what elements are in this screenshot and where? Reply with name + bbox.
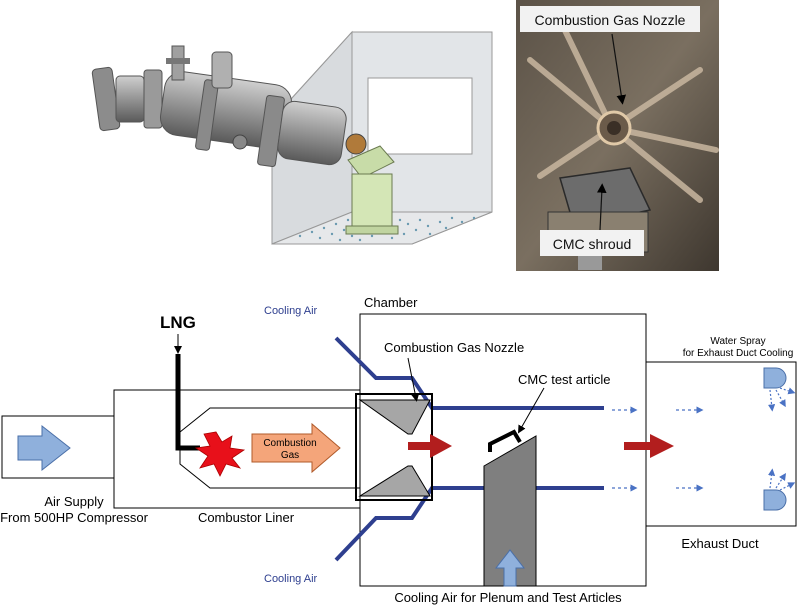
chamber-label: Chamber (364, 295, 418, 310)
cooling-air-top-label: Cooling Air (264, 305, 318, 317)
hot-gas-arrow-2 (624, 434, 674, 458)
photo-shroud-pointer (596, 183, 607, 231)
air-supply-label-1: Air Supply (44, 494, 104, 509)
water-spray-nozzle-bottom (763, 489, 787, 511)
combustor-liner-label: Combustor Liner (198, 510, 295, 525)
cad-rendering (91, 30, 493, 245)
schematic: Chamber LNG Cooling Air Cooling Air Comb… (0, 295, 797, 605)
combustion-gas-label-2: Gas (281, 450, 299, 461)
nozzle-label: Combustion Gas Nozzle (384, 340, 524, 355)
water-spray-nozzle-top (763, 367, 787, 389)
nozzle-upper (358, 399, 431, 435)
cmc-pointer (518, 387, 545, 434)
exhaust-duct-label: Exhaust Duct (681, 536, 759, 551)
nozzle-pointer (407, 357, 420, 402)
photo-shroud-label: CMC shroud (553, 236, 632, 252)
lng-fuel-line (175, 354, 200, 451)
nozzle-lower (358, 465, 431, 497)
water-spray-label-2: for Exhaust Duct Cooling (683, 348, 794, 359)
hot-gas-arrow-1 (408, 434, 452, 458)
lng-label: LNG (160, 313, 196, 332)
flame-icon (194, 431, 246, 477)
photo-nozzle-label: Combustion Gas Nozzle (535, 12, 686, 28)
cmc-test-article (483, 435, 537, 587)
combustion-gas-arrow (251, 422, 341, 474)
cmc-label: CMC test article (518, 372, 610, 387)
photo-nozzle-pointer (611, 33, 627, 105)
nozzle-frame (355, 393, 433, 501)
plenum-cooling-label: Cooling Air for Plenum and Test Articles (394, 590, 622, 605)
cmc-bracket (488, 429, 522, 452)
cooling-air-bottom-label: Cooling Air (264, 573, 318, 585)
air-supply-label-2: From 500HP Compressor (0, 510, 149, 525)
air-supply-arrow (17, 424, 71, 472)
combustion-gas-label-1: Combustion (263, 438, 316, 449)
rig-photo: Combustion Gas Nozzle CMC shroud (516, 0, 719, 271)
water-spray-label-1: Water Spray (710, 336, 765, 347)
plenum-cooling-arrow (494, 549, 526, 587)
